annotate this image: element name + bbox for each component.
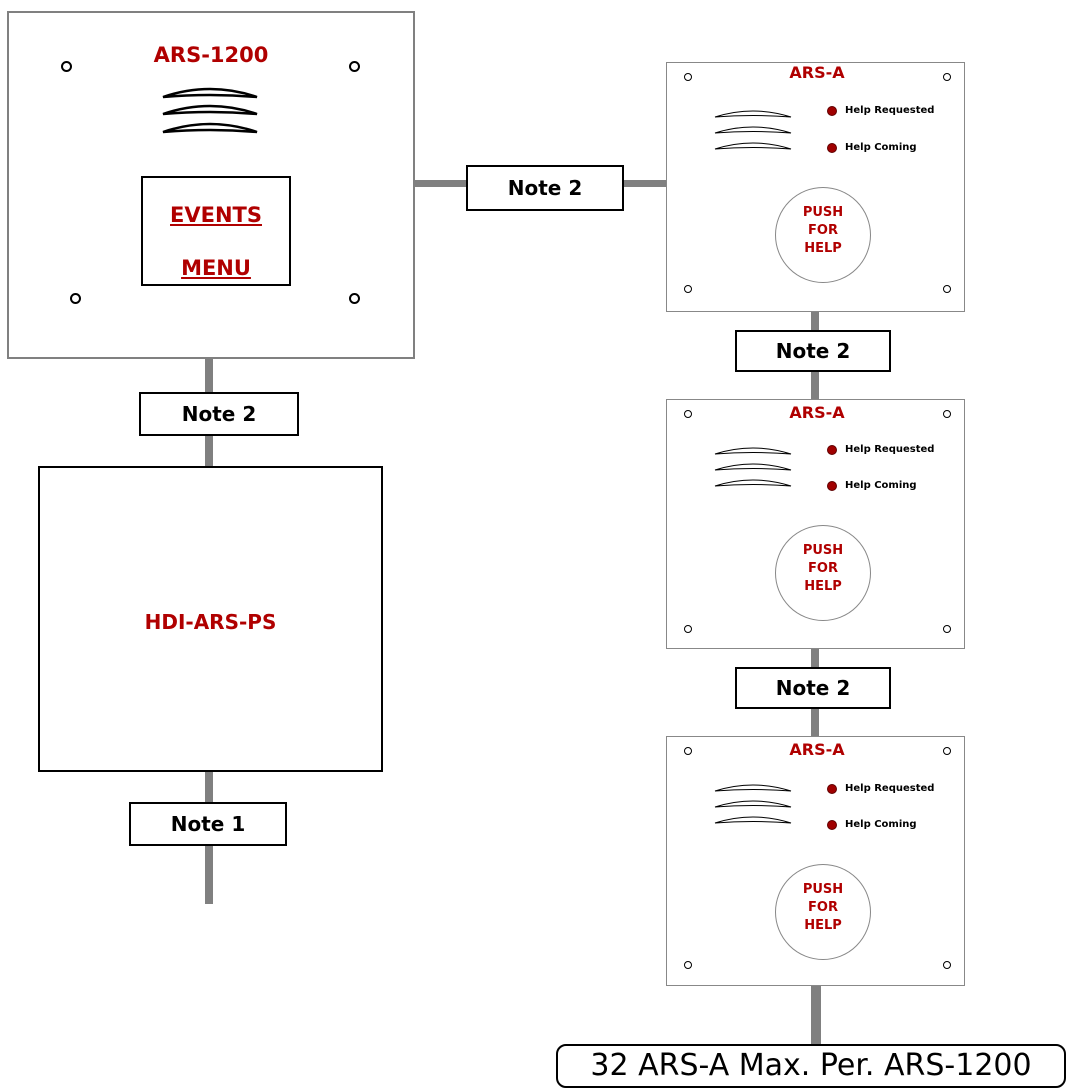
help-requested-label: Help Requested: [845, 444, 935, 455]
ars-a-station-3: ARS-A Help Requested Help Coming PUSH FO…: [666, 736, 965, 986]
speaker-grille-icon: [162, 87, 258, 134]
mount-hole-icon: [349, 293, 360, 304]
mount-hole-icon: [943, 961, 951, 969]
mount-hole-icon: [61, 61, 72, 72]
help-label: HELP: [804, 241, 842, 256]
help-coming-led-icon: [827, 820, 837, 830]
wire-station-3-to-footer: [811, 983, 821, 1049]
speaker-grille-icon: [714, 784, 792, 824]
mount-hole-icon: [684, 73, 692, 81]
hdi-ars-ps-title: HDI-ARS-PS: [144, 610, 277, 634]
note-1-supply: Note 1: [129, 802, 287, 846]
help-requested-led-icon: [827, 784, 837, 794]
ars-a-station-2: ARS-A Help Requested Help Coming PUSH FO…: [666, 399, 965, 649]
help-label: HELP: [804, 918, 842, 933]
station-title: ARS-A: [789, 740, 845, 759]
speaker-grille-icon: [714, 110, 792, 150]
mount-hole-icon: [943, 285, 951, 293]
menu-label: MENU: [181, 256, 251, 280]
ars-1200-unit: ARS-1200 EVENTS MENU: [7, 11, 415, 359]
push-label: PUSH: [802, 205, 844, 220]
for-label: FOR: [808, 223, 838, 238]
ars-1200-title: ARS-1200: [153, 43, 269, 67]
help-requested-led-icon: [827, 106, 837, 116]
station-title: ARS-A: [789, 63, 845, 82]
mount-hole-icon: [684, 410, 692, 418]
help-coming-label: Help Coming: [845, 142, 917, 153]
hdi-ars-ps-unit: HDI-ARS-PS: [38, 466, 383, 772]
mount-hole-icon: [70, 293, 81, 304]
note-2-main-to-station: Note 2: [466, 165, 624, 211]
ars-a-station-1: ARS-A Help Requested Help Coming PUSH FO…: [666, 62, 965, 312]
help-requested-label: Help Requested: [845, 105, 935, 116]
mount-hole-icon: [684, 625, 692, 633]
help-coming-label: Help Coming: [845, 480, 917, 491]
for-label: FOR: [808, 561, 838, 576]
push-label: PUSH: [802, 543, 844, 558]
mount-hole-icon: [943, 747, 951, 755]
max-stations-label: 32 ARS-A Max. Per. ARS-1200: [556, 1044, 1066, 1088]
push-for-help-button[interactable]: PUSH FOR HELP: [775, 864, 871, 960]
mount-hole-icon: [943, 410, 951, 418]
push-for-help-button[interactable]: PUSH FOR HELP: [775, 525, 871, 621]
mount-hole-icon: [684, 961, 692, 969]
help-requested-label: Help Requested: [845, 783, 935, 794]
note-2-main-to-ps: Note 2: [139, 392, 299, 436]
push-label: PUSH: [802, 882, 844, 897]
help-coming-led-icon: [827, 143, 837, 153]
mount-hole-icon: [943, 625, 951, 633]
station-title: ARS-A: [789, 403, 845, 422]
help-coming-led-icon: [827, 481, 837, 491]
note-2-station-1-to-2: Note 2: [735, 330, 891, 372]
events-label: EVENTS: [170, 203, 262, 227]
mount-hole-icon: [943, 73, 951, 81]
for-label: FOR: [808, 900, 838, 915]
speaker-grille-icon: [714, 447, 792, 487]
help-requested-led-icon: [827, 445, 837, 455]
note-2-station-2-to-3: Note 2: [735, 667, 891, 709]
push-for-help-button[interactable]: PUSH FOR HELP: [775, 187, 871, 283]
mount-hole-icon: [684, 747, 692, 755]
help-coming-label: Help Coming: [845, 819, 917, 830]
mount-hole-icon: [684, 285, 692, 293]
help-label: HELP: [804, 579, 842, 594]
mount-hole-icon: [349, 61, 360, 72]
events-menu-button[interactable]: EVENTS MENU: [141, 176, 291, 286]
